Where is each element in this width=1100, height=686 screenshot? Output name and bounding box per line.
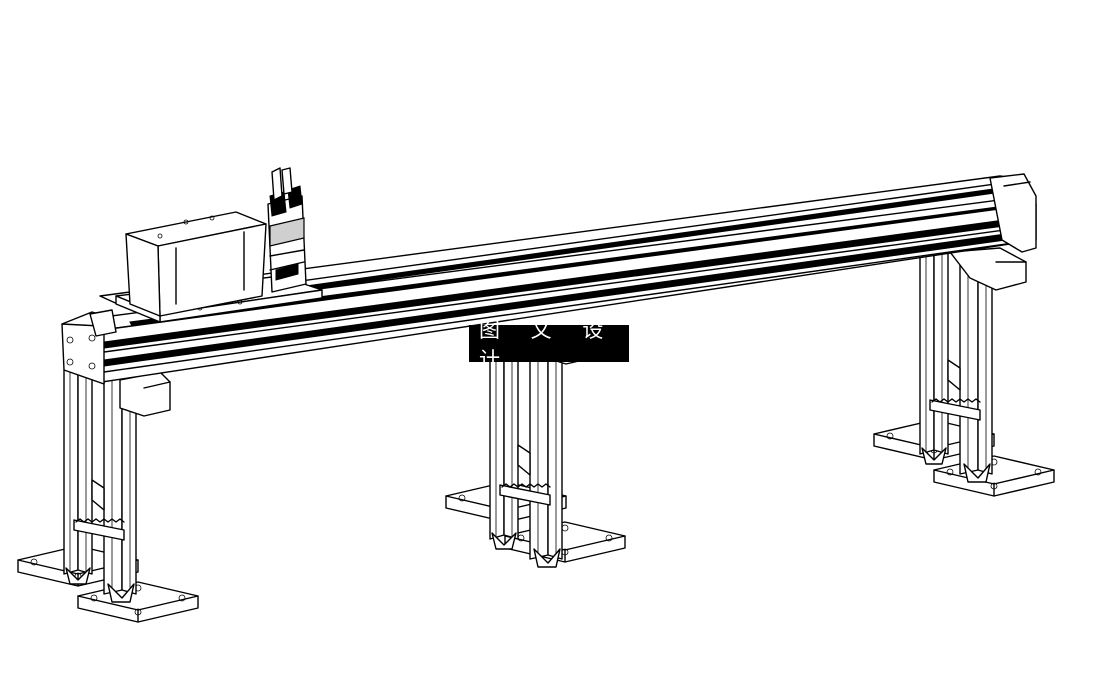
watermark-label: 图 文 设 计 xyxy=(469,318,629,372)
right-leg-assembly xyxy=(873,245,1055,497)
left-leg-assembly xyxy=(17,365,199,623)
linear-axis-beam xyxy=(95,173,1037,383)
gearbox-block xyxy=(125,211,267,317)
servo-motor xyxy=(267,167,307,293)
left-end-plate xyxy=(61,309,117,385)
